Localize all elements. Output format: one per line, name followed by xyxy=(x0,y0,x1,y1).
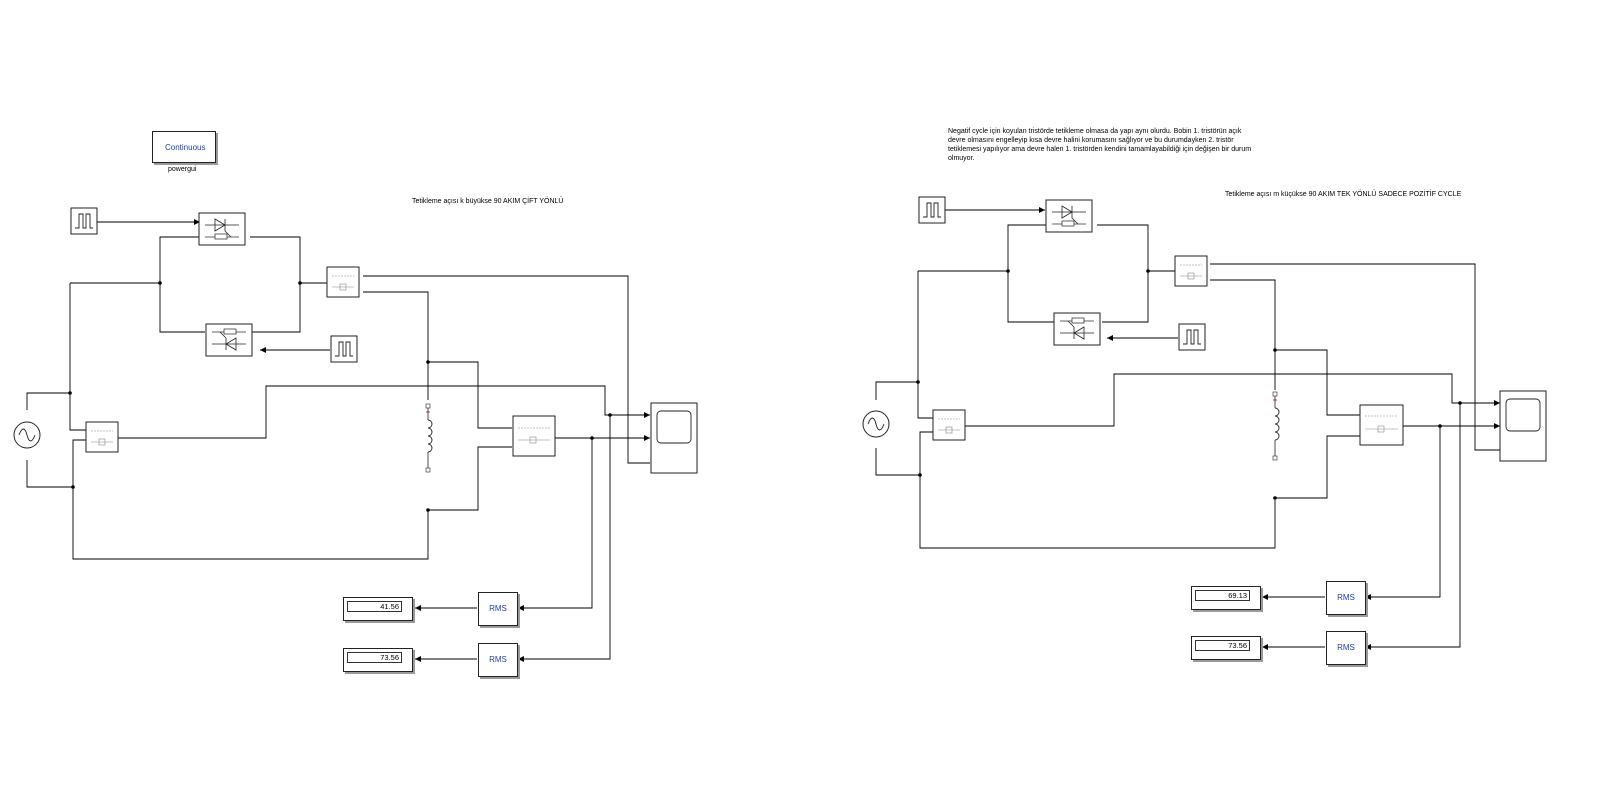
rms-block-left-1-label: RMS xyxy=(489,604,507,613)
display-left-1[interactable]: 41.56 xyxy=(343,597,413,621)
pulse-generator-right-1[interactable] xyxy=(918,196,946,224)
right-model-note: Negatif cycle için koyulan tristörde tet… xyxy=(948,128,1252,162)
rms-block-left-2-label: RMS xyxy=(489,655,507,664)
powergui-label: powergui xyxy=(168,166,197,173)
pulse-generator-left-2[interactable] xyxy=(330,335,358,363)
display-right-1-value: 69.13 xyxy=(1195,590,1250,601)
rms-block-right-2-label: RMS xyxy=(1337,643,1355,652)
inductor-right[interactable] xyxy=(1272,391,1280,461)
right-model-junctions xyxy=(916,269,1462,500)
display-right-2[interactable]: 73.56 xyxy=(1191,636,1261,660)
display-right-1[interactable]: 69.13 xyxy=(1191,586,1261,610)
powergui-mode-text: Continuous xyxy=(165,143,206,152)
right-model-title: Tetikleme açısı m küçükse 90 AKIM TEK YÖ… xyxy=(1225,191,1462,198)
thyristor-right-forward[interactable] xyxy=(1045,199,1093,233)
pulse-generator-right-2[interactable] xyxy=(1178,323,1206,351)
ac-voltage-source-left[interactable] xyxy=(13,421,41,449)
pulse-generator-left-1[interactable] xyxy=(70,207,98,235)
voltage-measurement-right[interactable] xyxy=(1359,404,1404,446)
current-measurement-left-2[interactable] xyxy=(85,421,119,453)
right-model-wires xyxy=(875,207,1500,650)
left-model-title: Tetikleme açısı k büyükse 90 AKIM ÇİFT Y… xyxy=(412,198,564,205)
current-measurement-left[interactable] xyxy=(326,266,360,298)
scope-right[interactable] xyxy=(1499,390,1547,462)
thyristor-right-reverse[interactable] xyxy=(1053,312,1101,346)
ac-voltage-source-right[interactable] xyxy=(862,410,890,438)
display-left-1-value: 41.56 xyxy=(347,601,402,612)
thyristor-left-forward[interactable] xyxy=(198,212,246,246)
scope-left[interactable] xyxy=(650,402,698,474)
display-left-2-value: 73.56 xyxy=(347,652,402,663)
display-right-2-value: 73.56 xyxy=(1195,640,1250,651)
rms-block-left-1[interactable]: RMS xyxy=(478,592,518,626)
voltage-measurement-left[interactable] xyxy=(512,415,556,457)
thyristor-left-reverse[interactable] xyxy=(205,323,253,357)
left-model-junctions xyxy=(68,281,612,512)
current-measurement-right[interactable] xyxy=(1174,255,1208,287)
rms-block-left-2[interactable]: RMS xyxy=(478,643,518,677)
powergui-block[interactable]: Continuous xyxy=(152,131,216,163)
rms-block-right-1-label: RMS xyxy=(1337,593,1355,602)
left-model-wires xyxy=(26,219,650,662)
display-left-2[interactable]: 73.56 xyxy=(343,648,413,672)
rms-block-right-1[interactable]: RMS xyxy=(1326,581,1366,615)
current-measurement-right-2[interactable] xyxy=(932,409,966,441)
inductor-left[interactable] xyxy=(425,403,433,473)
rms-block-right-2[interactable]: RMS xyxy=(1326,631,1366,665)
